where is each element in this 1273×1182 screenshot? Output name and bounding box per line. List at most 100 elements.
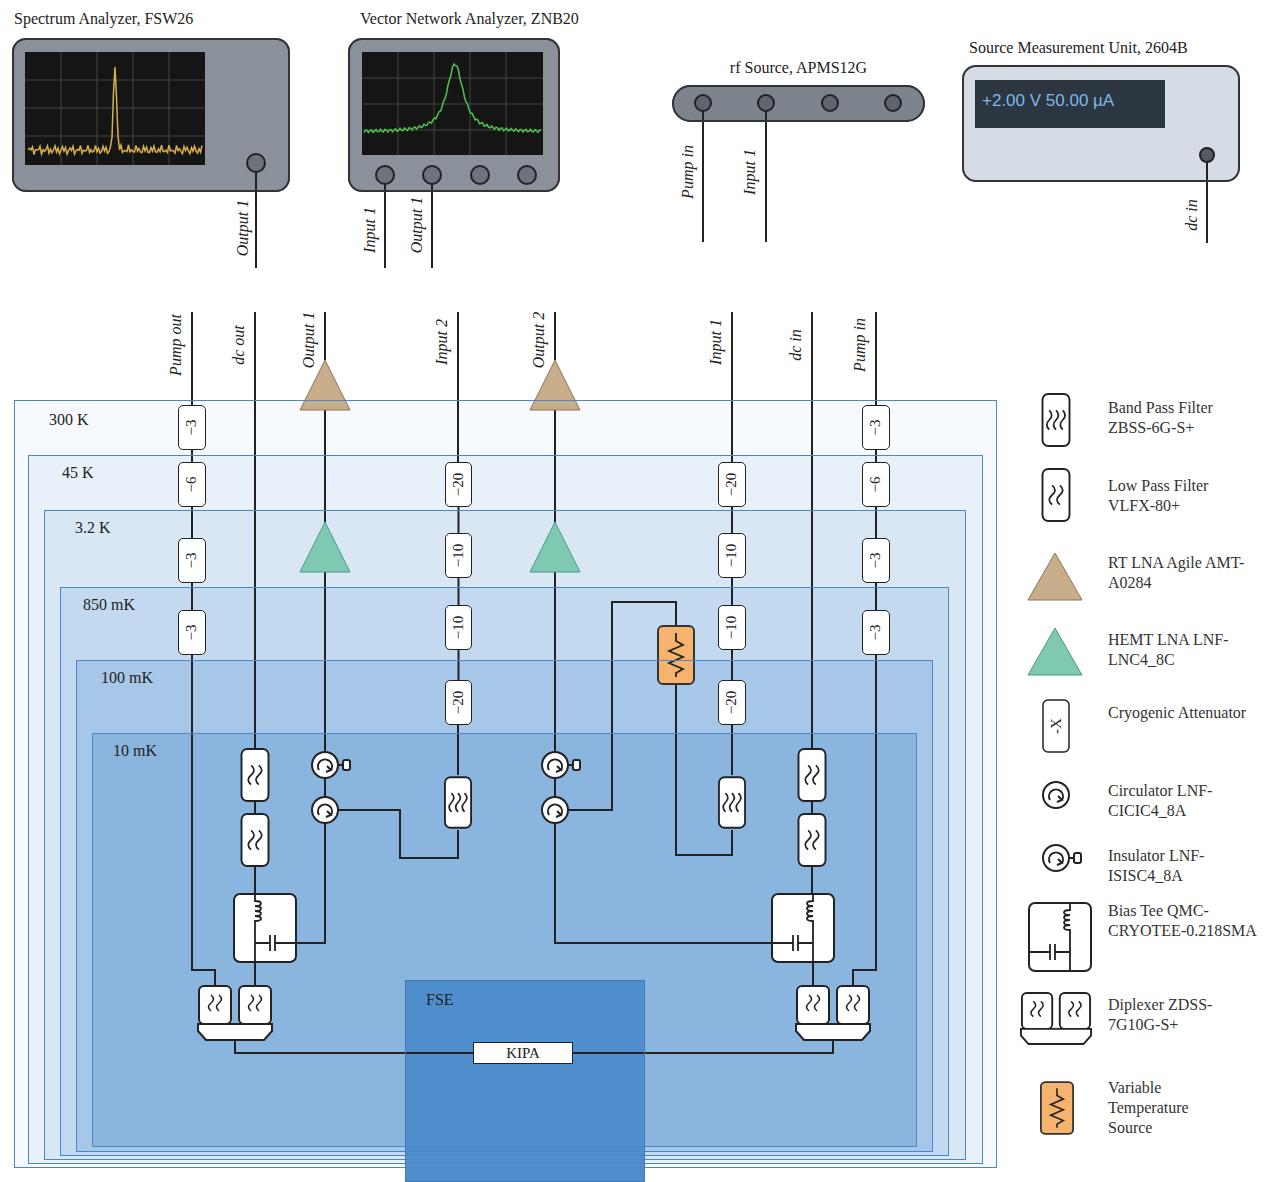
legend-text: Cryogenic Attenuator [1108, 704, 1246, 721]
text-holder: 10 mK [113, 742, 157, 760]
text-holder: rf Source, APMS12G [674, 59, 923, 77]
text-holder: Source Measurement Unit, 2604B [969, 39, 1188, 57]
label-holder: Pump in [679, 145, 697, 199]
label-holder: Input 1 [741, 149, 759, 195]
text-holder: 300 K [49, 411, 89, 429]
coax-connector [191, 507, 193, 538]
attenuation-value: −20 [450, 473, 467, 496]
cable-label: Output 1 [234, 200, 251, 256]
attenuation-value: −10 [450, 544, 467, 567]
attenuation-value: −3 [868, 625, 885, 641]
stage-temperature: 100 mK [101, 669, 153, 686]
cable-label: Input 1 [741, 149, 758, 195]
instrument-name: Source Measurement Unit, 2604B [969, 39, 1188, 56]
coax-connector [875, 507, 877, 538]
cable-label: Pump in [851, 318, 868, 372]
cable-label: Pump out [167, 314, 184, 376]
device-name: KIPA [506, 1045, 540, 1062]
label-holder: dc in [1183, 199, 1201, 231]
legend-text: Insulator LNF-ISISC4_8A [1108, 847, 1204, 884]
legend-entry: Band Pass Filter ZBSS-6G-S+ [1108, 398, 1258, 438]
attenuator-box: −10 [718, 605, 746, 650]
component-symbol [1043, 394, 1070, 446]
attenuator-box: −3 [862, 610, 890, 655]
label-holder: -X [1047, 718, 1065, 734]
attenuation-value: −20 [450, 691, 467, 714]
legend-entry: Bias Tee QMC-CRYOTEE-0.218SMA [1108, 901, 1258, 941]
cable-label: Input 1 [707, 319, 724, 365]
legend-text: Diplexer ZDSS-7G10G-S+ [1108, 996, 1212, 1033]
attenuation-value: −3 [868, 420, 885, 436]
wire-shape [1043, 700, 1069, 752]
wire-shape [300, 522, 350, 572]
legend-text: Variable Temperature Source [1108, 1079, 1189, 1136]
instrument-name: Vector Network Analyzer, ZNB20 [360, 10, 579, 27]
wire-shape [376, 166, 394, 184]
attenuator-box: −3 [862, 538, 890, 583]
stage-temperature: 300 K [49, 411, 89, 428]
instrument-name: Spectrum Analyzer, FSW26 [14, 10, 193, 27]
legend-text: HEMT LNA LNF-LNC4_8C [1108, 631, 1229, 668]
component-symbol [1043, 845, 1081, 871]
attenuator-box: −3 [178, 610, 206, 655]
component-symbol [198, 986, 272, 1040]
component-symbol [1041, 1082, 1073, 1134]
attenuation-value: −6 [184, 477, 201, 493]
enclosure-box: FSE KIPA [405, 980, 645, 1182]
wire-shape [1028, 553, 1082, 600]
wire-shape [1200, 148, 1214, 162]
text-holder: 850 mK [83, 596, 135, 614]
coax-connector [458, 578, 460, 605]
text-holder: Vector Network Analyzer, ZNB20 [360, 10, 579, 28]
label-holder: dc out [230, 325, 248, 365]
wire-shape [192, 312, 876, 1053]
display-readout: +2.00 V 50.00 µA [982, 91, 1114, 110]
legend-text: Band Pass Filter ZBSS-6G-S+ [1108, 399, 1213, 436]
instrument-box: Vector Network Analyzer, ZNB20 [348, 38, 560, 192]
text-holder: 100 mK [101, 669, 153, 687]
label-holder: Output 2 [530, 312, 548, 368]
instrument-box: Spectrum Analyzer, FSW26 [12, 38, 290, 192]
attenuation-value: −20 [724, 691, 741, 714]
coax-connector [731, 650, 733, 680]
component-symbol [799, 749, 826, 801]
attenuation-value: −10 [724, 616, 741, 639]
attenuation-value: −6 [868, 477, 885, 493]
attenuator-box: −10 [718, 533, 746, 578]
node-fill [14, 400, 997, 1168]
legend-text: Low Pass Filter VLFX-80+ [1108, 477, 1208, 514]
wire-shape [471, 166, 489, 184]
cable-label: dc out [230, 325, 247, 365]
coax-connector [875, 450, 877, 462]
component-symbol [719, 777, 745, 827]
text-holder: +2.00 V 50.00 µA [982, 91, 1114, 111]
attenuator-box: −20 [718, 680, 746, 725]
stage-temperature: 3.2 K [75, 519, 111, 536]
text-holder: FSE [426, 991, 454, 1009]
legend-entry: Cryogenic Attenuator [1108, 703, 1258, 723]
attenuator-box: −20 [718, 462, 746, 507]
legend-text: RT LNA Agile AMT-A0284 [1108, 554, 1244, 591]
attenuation-value: −3 [184, 420, 201, 436]
instrument-name: rf Source, APMS12G [730, 59, 867, 76]
attenuation-value: −10 [450, 616, 467, 639]
attenuation-value: −20 [724, 473, 741, 496]
legend-entry: RT LNA Agile AMT-A0284 [1108, 553, 1258, 593]
cable-label: Input 2 [433, 319, 450, 365]
node-fill [28, 455, 983, 1164]
enclosure-name: FSE [426, 991, 454, 1008]
component-symbol [799, 814, 826, 866]
node-fill [962, 65, 1240, 182]
attenuator-box: −10 [445, 605, 472, 650]
attenuator-box: −3 [178, 405, 206, 450]
cable-label: Pump in [679, 145, 696, 199]
component-symbol [542, 797, 568, 823]
coax-connector [458, 650, 460, 680]
component-symbol [542, 752, 580, 778]
attenuator-box: −3 [862, 405, 890, 450]
wire-shape [518, 166, 536, 184]
component-symbol [234, 894, 296, 962]
